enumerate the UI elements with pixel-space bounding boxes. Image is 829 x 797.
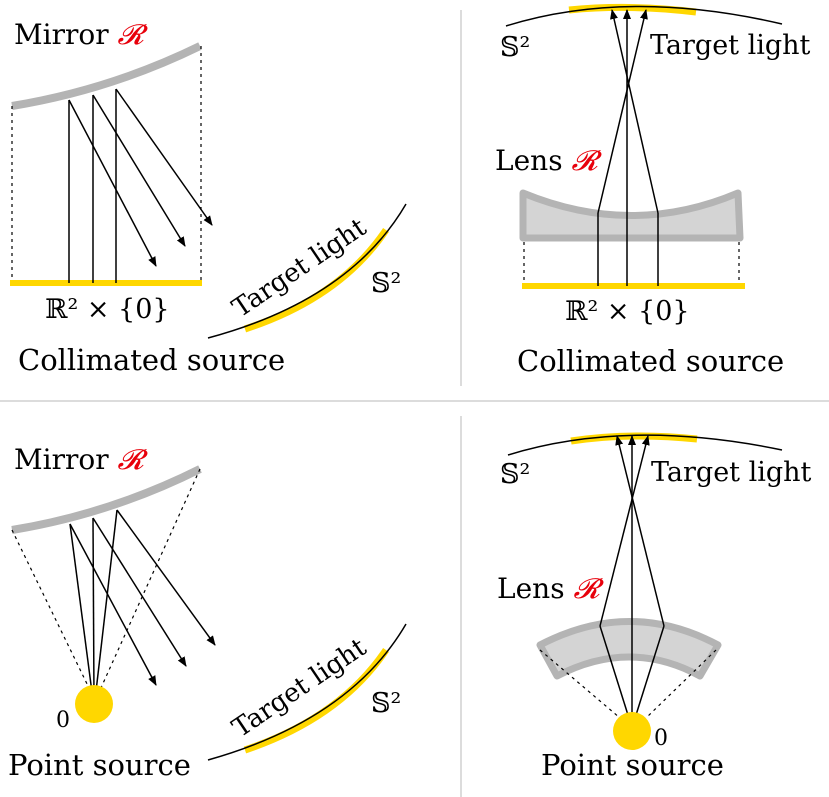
optic-label: Mirror 𝓡 — [14, 443, 149, 476]
target-light-label: Target light — [650, 30, 811, 61]
rays — [599, 435, 665, 716]
cone-dashed-right — [645, 649, 717, 719]
sphere-label: 𝕊² — [500, 459, 530, 490]
mirror-surface — [11, 465, 202, 534]
optic-label: Mirror 𝓡 — [14, 18, 149, 51]
origin-label: 0 — [56, 708, 70, 733]
sphere-label: 𝕊² — [371, 268, 401, 299]
plane-label: ℝ² × {0} — [565, 296, 690, 327]
target-sphere-arc — [507, 434, 783, 456]
target-arc-highlight — [568, 3, 697, 16]
caption: Point source — [8, 748, 191, 782]
sphere-label: 𝕊² — [500, 32, 530, 63]
target-light-label: Target light — [651, 457, 812, 488]
optic-label: Lens 𝓡 — [495, 144, 602, 177]
target-sphere-arc — [505, 5, 783, 27]
target-sphere-arc — [207, 623, 407, 761]
rays — [68, 88, 213, 283]
lens-body — [536, 618, 722, 680]
mirror-surface — [11, 42, 202, 110]
point-source — [75, 685, 113, 723]
panel-bottom-right: 𝕊² Target light Lens 𝓡 0 Point source — [497, 432, 812, 782]
plane-label: ℝ² × {0} — [45, 294, 170, 325]
panel-top-right: 𝕊² Target light Lens 𝓡 ℝ² × {0} Collimat… — [495, 3, 811, 378]
point-source — [613, 712, 651, 750]
rays — [69, 509, 216, 701]
optic-label: Lens 𝓡 — [497, 572, 604, 605]
sphere-label: 𝕊² — [371, 688, 401, 719]
origin-label: 0 — [654, 726, 668, 751]
panel-bottom-left: Mirror 𝓡 0 Target light 𝕊² Point source — [8, 443, 407, 782]
caption: Point source — [541, 748, 724, 782]
lens-body — [519, 189, 744, 242]
caption: Collimated source — [517, 344, 784, 378]
cone-dashed-right — [99, 468, 201, 691]
target-sphere-arc — [207, 203, 407, 339]
cone-dashed-left — [11, 529, 91, 691]
rays — [597, 9, 659, 286]
panel-top-left: Mirror 𝓡 ℝ² × {0} Target light 𝕊² Collim… — [10, 18, 407, 377]
caption: Collimated source — [18, 343, 285, 377]
